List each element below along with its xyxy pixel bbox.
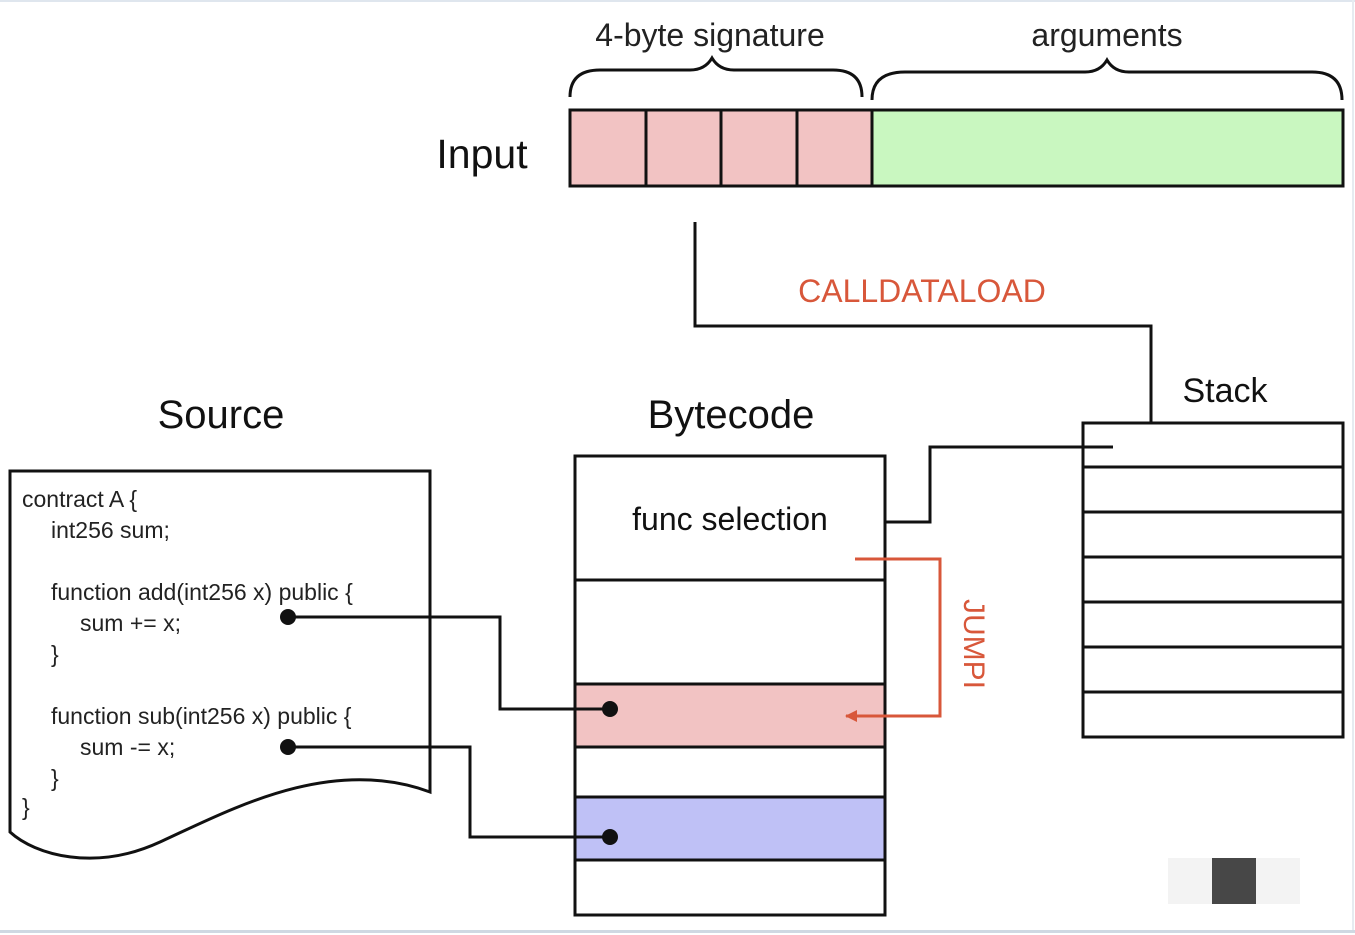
source-document: contract A { int256 sum; function add(in…	[8, 469, 432, 860]
stack-label: Stack	[1182, 372, 1268, 410]
bytecode-box: func selection	[573, 454, 887, 917]
frame-right-border	[1352, 0, 1354, 933]
signature-label: 4-byte signature	[595, 17, 824, 53]
source-line: contract A {	[22, 486, 137, 512]
source-line: sum -= x;	[80, 734, 175, 760]
frame-top-border	[0, 0, 1355, 2]
sub-source-dot	[280, 739, 296, 755]
stack-box	[1081, 421, 1345, 739]
stack-to-func-selection-arrow	[857, 445, 1113, 527]
signature-brace	[568, 55, 864, 98]
bytecode-label: Bytecode	[648, 393, 815, 437]
source-line: sum += x;	[80, 610, 181, 636]
sub-bytecode-block	[573, 795, 887, 862]
source-line: }	[51, 765, 59, 791]
calldataload-arrow	[693, 222, 1156, 453]
stack-outline	[1081, 421, 1345, 739]
calldataload-label: CALLDATALOAD	[798, 273, 1046, 309]
frame-bottom-border	[0, 930, 1355, 933]
source-line: function sub(int256 x) public {	[51, 703, 352, 729]
arguments-brace	[870, 57, 1344, 101]
add-bytecode-block	[573, 682, 887, 749]
source-line: }	[51, 641, 59, 667]
input-label: Input	[436, 131, 528, 177]
source-line: function add(int256 x) public {	[51, 579, 353, 605]
source-document-outline	[8, 469, 432, 860]
add-bytecode-dot	[602, 701, 618, 717]
jumpi-label: JUMPI	[957, 599, 990, 689]
sub-bytecode-dot	[602, 829, 618, 845]
source-line: int256 sum;	[51, 517, 170, 543]
sub-connector	[288, 745, 610, 839]
watermark-logo-dark	[1212, 858, 1256, 904]
add-connector	[288, 615, 610, 711]
add-source-dot	[280, 609, 296, 625]
jumpi-arrow	[845, 557, 942, 722]
source-line: }	[22, 794, 30, 820]
arguments-region	[870, 108, 1345, 188]
arguments-label: arguments	[1031, 17, 1182, 53]
func-selection-label: func selection	[632, 501, 828, 537]
input-bar	[568, 108, 1345, 188]
source-label: Source	[158, 393, 285, 437]
